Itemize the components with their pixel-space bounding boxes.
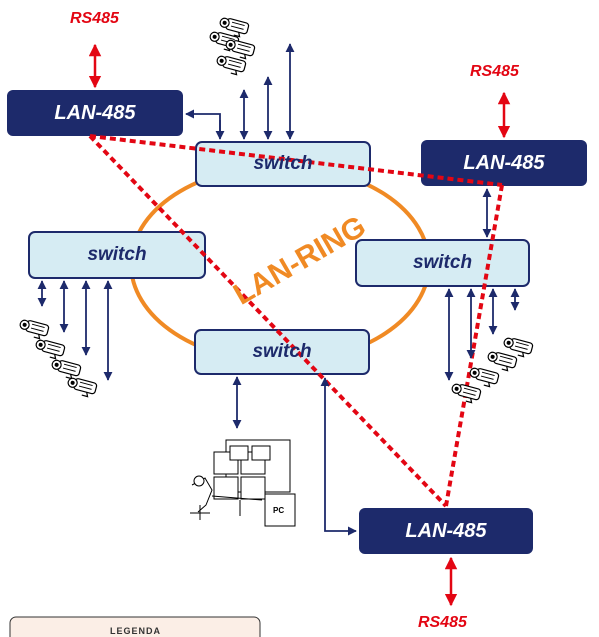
rs485-dashed-links bbox=[88, 134, 504, 508]
switch-top-label: switch bbox=[253, 153, 313, 174]
switch-bottom-label: switch bbox=[252, 341, 312, 362]
lan485-top-left-label: LAN-485 bbox=[54, 101, 136, 124]
legend-box bbox=[9, 616, 261, 637]
lan485-bottom-label: LAN-485 bbox=[405, 519, 487, 542]
switch-right-label: switch bbox=[412, 252, 473, 273]
camera-group-top bbox=[207, 15, 256, 77]
rs485-label-top-right: RS485 bbox=[470, 63, 519, 80]
switch-bottom-box bbox=[194, 329, 370, 375]
rs485-label-bottom: RS485 bbox=[418, 614, 467, 631]
pc-label: PC bbox=[273, 506, 285, 515]
camera-group-right bbox=[449, 335, 534, 405]
lan485-bottom-box bbox=[359, 508, 533, 554]
lan485-top-right-label: LAN-485 bbox=[463, 151, 545, 174]
monitoring-station bbox=[190, 439, 296, 527]
rs485-label-top-left: RS485 bbox=[70, 10, 119, 27]
lan485-top-left-box bbox=[7, 90, 183, 136]
switch-left-label: switch bbox=[87, 244, 147, 265]
lan485-top-right-box bbox=[421, 140, 587, 186]
legend-title: LEGENDA bbox=[110, 626, 162, 636]
connection-arrows bbox=[37, 43, 520, 536]
